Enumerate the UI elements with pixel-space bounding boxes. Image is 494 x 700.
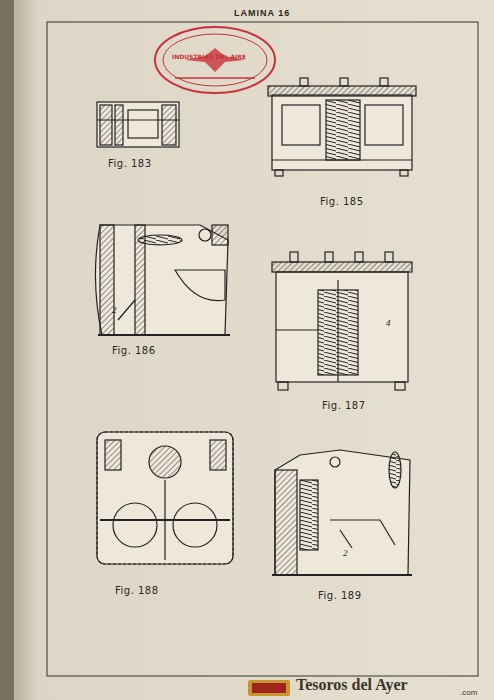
figure-label: Fig. 189 (318, 590, 362, 601)
callout-number: 2 (112, 305, 117, 315)
figure-label: Fig. 187 (322, 400, 366, 411)
page-title: LAMINA 16 (234, 8, 290, 18)
figure-label: Fig. 186 (112, 345, 156, 356)
watermark: .com (460, 688, 477, 697)
watermark: Tesoros del Ayer (296, 676, 408, 694)
callout-number: 4 (386, 318, 391, 328)
figure-label: Fig. 185 (320, 196, 364, 207)
figure-label: Fig. 188 (115, 585, 159, 596)
stamp-text: INDUSTRIAS DEL AIRE (172, 53, 246, 60)
figure-label: Fig. 183 (108, 158, 152, 169)
callout-number: 2 (343, 548, 348, 558)
